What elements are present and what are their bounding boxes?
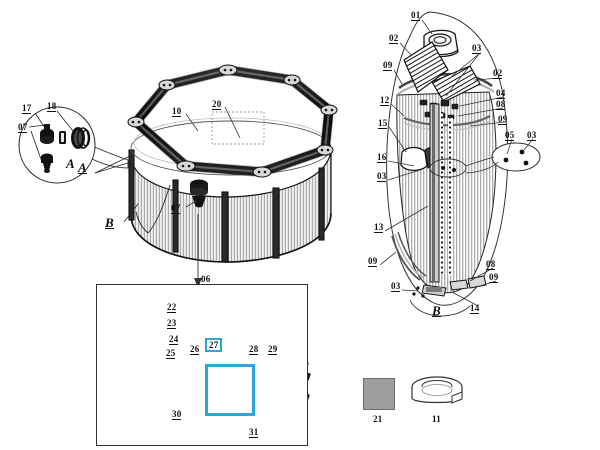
selection-box-part-27[interactable] — [205, 364, 255, 416]
right-wall-section — [379, 11, 541, 317]
callout-18: 18 — [47, 101, 57, 112]
detail-a-group — [18, 106, 131, 184]
callout-28: 28 — [249, 344, 259, 355]
loose-parts-art — [411, 376, 463, 404]
detail-marker-b-right: B — [432, 303, 441, 318]
wall-fitting-07 — [190, 179, 208, 208]
callout-01: 01 — [411, 10, 421, 21]
color-swatch-21 — [363, 378, 395, 410]
bottom-foot-group — [412, 275, 487, 298]
callout-03-b: 03 — [527, 130, 537, 141]
callout-26: 26 — [190, 344, 200, 355]
callout-02-a: 02 — [389, 33, 399, 44]
detail-marker-b-left: B — [105, 215, 114, 230]
callout-23: 23 — [167, 318, 177, 329]
part-02-ribbed-upper — [403, 41, 449, 93]
callout-22: 22 — [167, 302, 177, 313]
callout-02-b: 02 — [493, 68, 503, 79]
pool-assembly — [123, 64, 338, 288]
callout-08-b: 08 — [486, 259, 496, 270]
callout-13: 13 — [374, 222, 384, 233]
callout-03-d: 03 — [391, 281, 401, 292]
callout-06: 06 — [201, 274, 211, 284]
callout-30: 30 — [172, 409, 182, 420]
callout-20: 20 — [212, 99, 222, 110]
callout-05: 05 — [505, 130, 515, 141]
callout-09-c: 09 — [368, 256, 378, 267]
callout-17: 17 — [22, 103, 32, 114]
detail-marker-a-pointer: A — [78, 160, 87, 175]
callout-24: 24 — [169, 334, 179, 345]
callout-08-a: 08 — [496, 99, 506, 110]
detail-a-parts — [40, 124, 91, 173]
callout-16: 16 — [377, 152, 387, 163]
callout-31: 31 — [249, 427, 259, 438]
pool-top-rail — [127, 64, 338, 178]
callout-27-selected[interactable]: 27 — [205, 338, 223, 352]
callout-11: 11 — [432, 414, 441, 424]
callout-25: 25 — [166, 348, 176, 359]
callout-07-wall: 07 — [171, 203, 181, 214]
callout-09-a: 09 — [383, 60, 393, 71]
callout-03-a: 03 — [472, 43, 482, 54]
callout-12: 12 — [380, 95, 390, 106]
callout-03-c: 03 — [377, 171, 387, 182]
detail-box-20 — [211, 111, 265, 145]
callout-14: 14 — [470, 303, 480, 314]
callout-21: 21 — [373, 414, 383, 424]
callout-09-b: 09 — [498, 114, 508, 125]
callout-09-d: 09 — [489, 272, 499, 283]
callout-10: 10 — [172, 106, 182, 117]
callout-04: 04 — [496, 88, 506, 99]
callout-15: 15 — [378, 118, 388, 129]
detail-marker-a-circle: A — [66, 156, 75, 171]
inset-panel-06 — [96, 284, 308, 446]
callout-29: 29 — [268, 344, 278, 355]
callout-07-left: 07 — [18, 122, 28, 133]
